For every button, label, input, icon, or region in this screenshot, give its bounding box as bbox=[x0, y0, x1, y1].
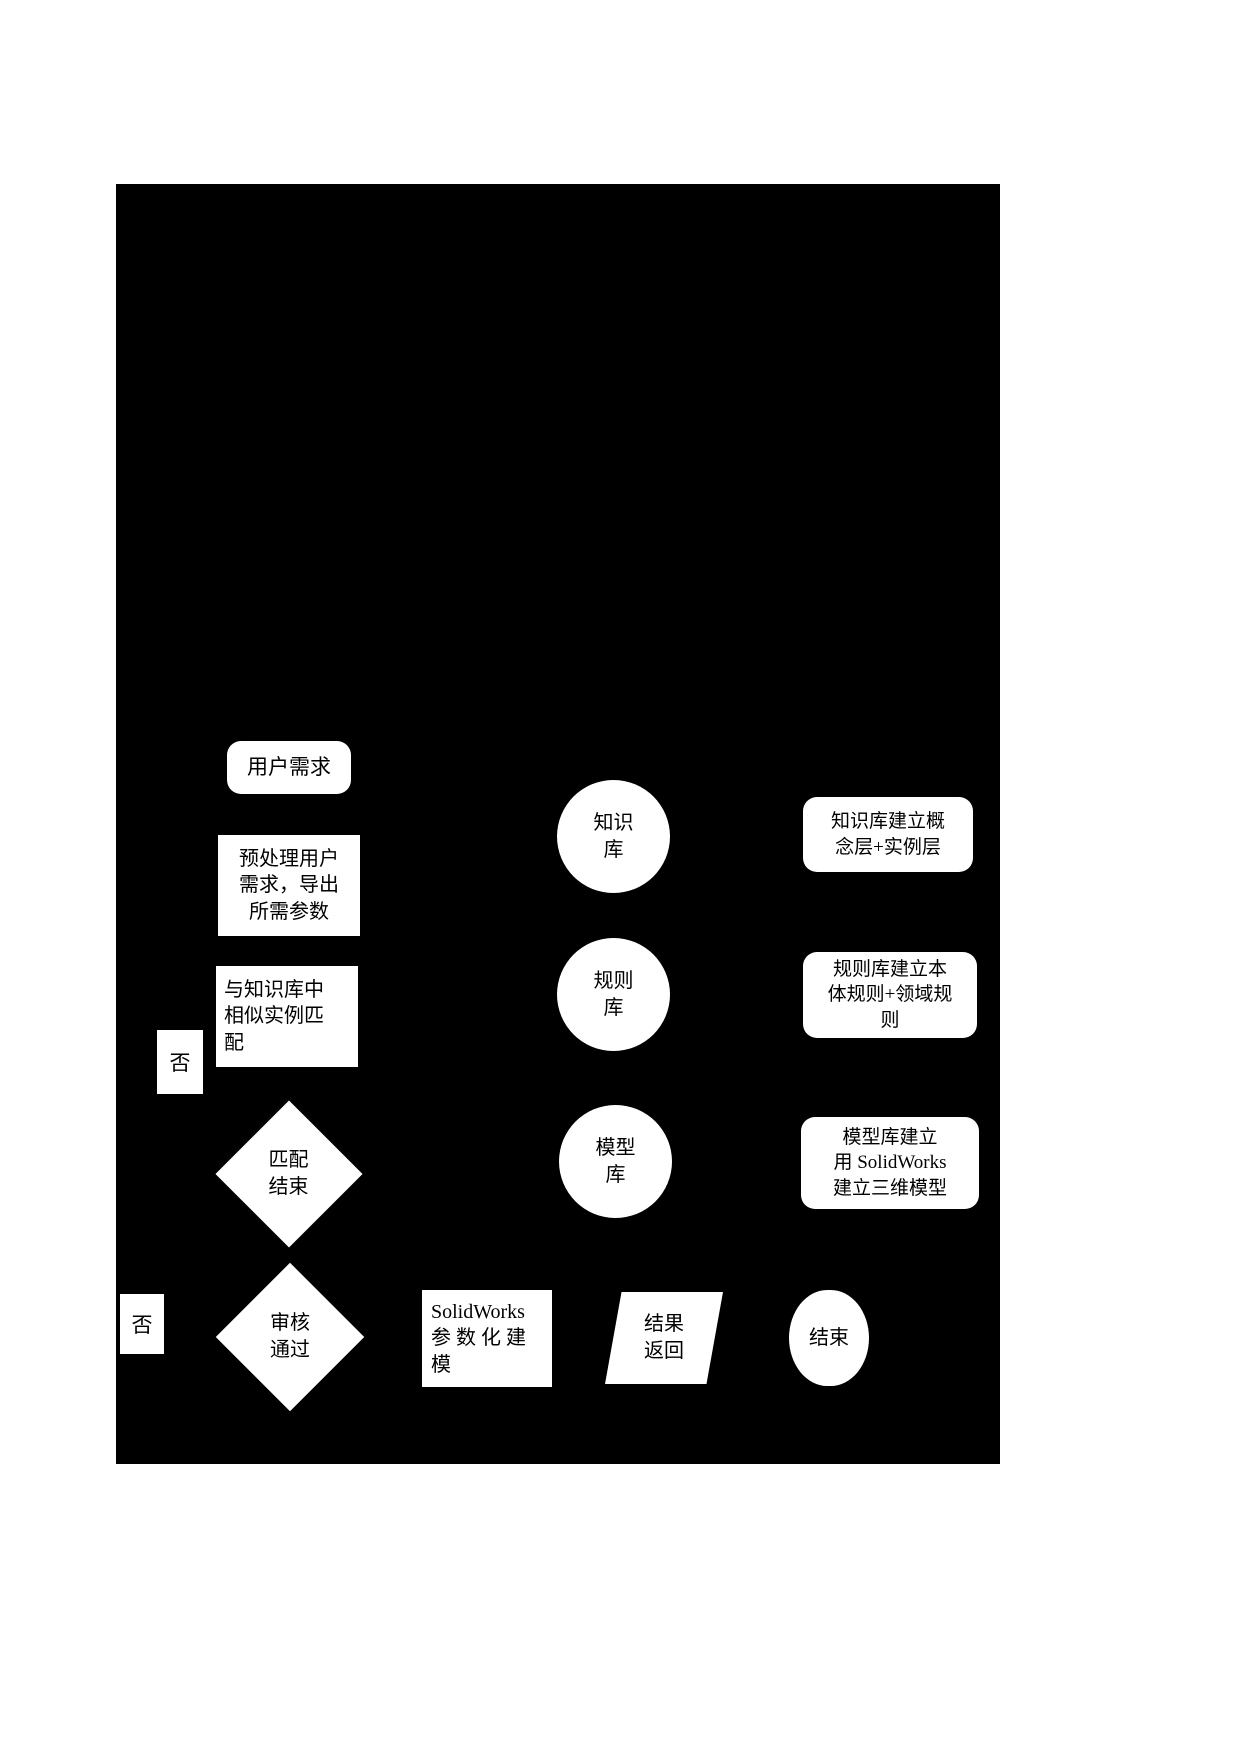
node-rule-base-desc[interactable]: 规则库建立本 体规则+领域规 则 bbox=[803, 952, 977, 1038]
node-label: SolidWorks 参 数 化 建 模 bbox=[431, 1300, 526, 1376]
node-solidworks-parametric-modeling[interactable]: SolidWorks 参 数 化 建 模 bbox=[422, 1290, 552, 1387]
node-label: 匹配 结束 bbox=[268, 1148, 309, 1198]
node-label: 预处理用户 需求，导出 所需参数 bbox=[239, 847, 339, 923]
node-user-requirement[interactable]: 用户需求 bbox=[227, 741, 351, 794]
node-model-base[interactable]: 模型 库 bbox=[559, 1105, 672, 1218]
node-match-finished[interactable]: 匹配 结束 bbox=[196, 1099, 381, 1248]
node-label: 结束 bbox=[809, 1326, 849, 1349]
node-label: 规则 库 bbox=[593, 970, 634, 1019]
node-label: 模型 库 bbox=[595, 1137, 636, 1186]
node-label: 与知识库中 相似实例匹 配 bbox=[224, 978, 324, 1054]
edge-label-text: 否 bbox=[169, 1051, 191, 1075]
node-label: 知识库建立概 念层+实例层 bbox=[830, 811, 945, 858]
node-label: 规则库建立本 体规则+领域规 则 bbox=[827, 959, 953, 1031]
node-label: 模型库建立 用 SolidWorks 建立三维模型 bbox=[832, 1127, 947, 1199]
node-knowledge-base[interactable]: 知识 库 bbox=[557, 780, 670, 893]
edge-label-text: 否 bbox=[131, 1313, 153, 1337]
node-label: 知识 库 bbox=[593, 812, 634, 861]
node-preprocess-requirement[interactable]: 预处理用户 需求，导出 所需参数 bbox=[218, 835, 360, 936]
node-label: 用户需求 bbox=[247, 754, 331, 779]
node-end[interactable]: 结束 bbox=[789, 1290, 869, 1386]
node-knowledge-base-desc[interactable]: 知识库建立概 念层+实例层 bbox=[803, 797, 973, 872]
node-review-passed[interactable]: 审核 通过 bbox=[197, 1262, 383, 1412]
edge-label-no-review: 否 bbox=[120, 1294, 164, 1354]
node-label: 审核 通过 bbox=[270, 1312, 310, 1361]
node-rule-base[interactable]: 规则 库 bbox=[557, 938, 670, 1051]
node-model-base-desc[interactable]: 模型库建立 用 SolidWorks 建立三维模型 bbox=[801, 1117, 979, 1209]
node-match-similar-instance[interactable]: 与知识库中 相似实例匹 配 bbox=[216, 966, 358, 1067]
edge-label-no-match: 否 bbox=[157, 1030, 203, 1094]
node-result-return[interactable]: 结果 返回 bbox=[605, 1292, 723, 1384]
node-label: 结果 返回 bbox=[644, 1313, 684, 1362]
